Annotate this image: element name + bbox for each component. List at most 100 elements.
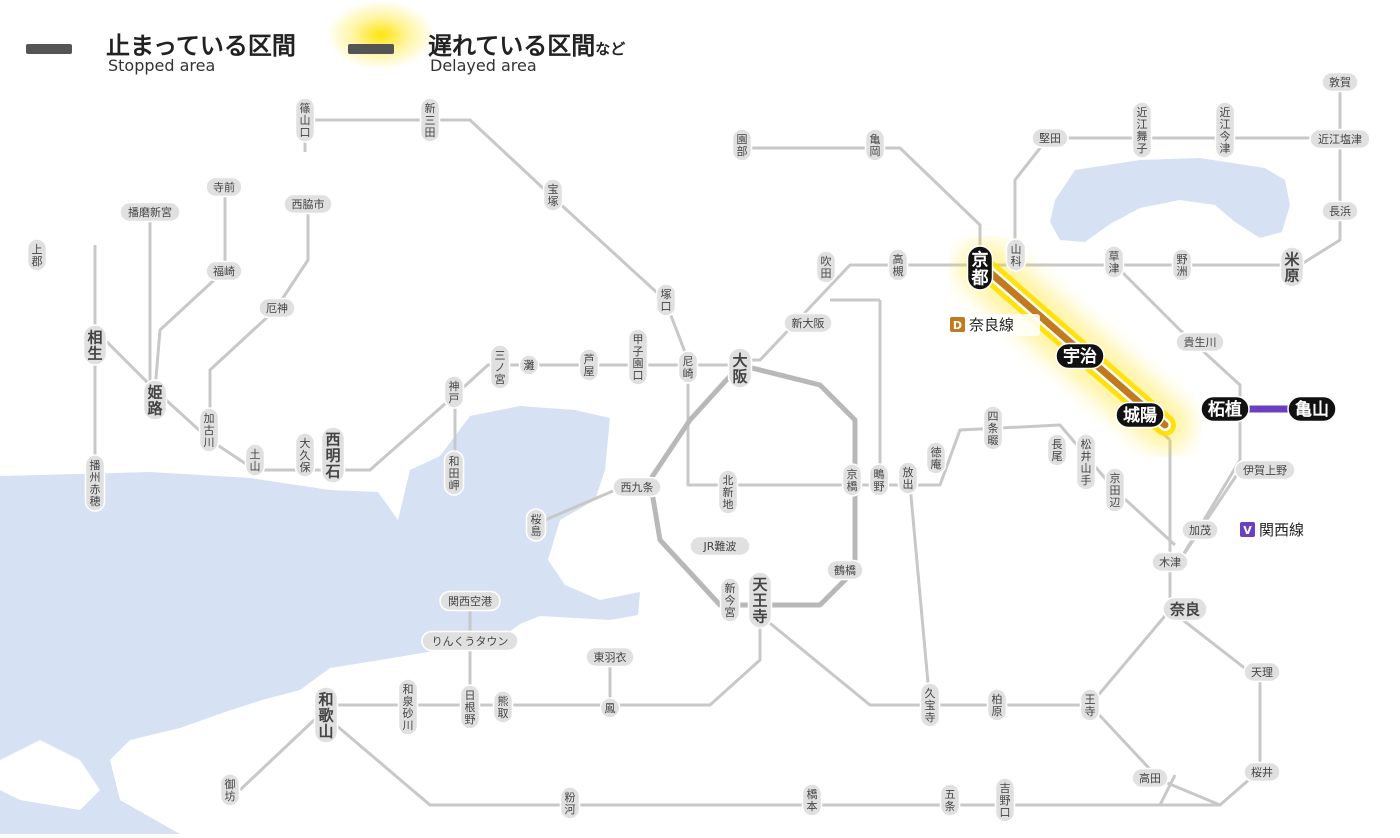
station-matsuiyamate[interactable]: 松井山手 [1075, 433, 1097, 491]
station-omimaiko[interactable]: 近江舞子 [1131, 101, 1153, 159]
station-kyotanabe[interactable]: 京田辺 [1104, 467, 1126, 513]
station-nishiakashi[interactable]: 西明石 [320, 426, 346, 484]
station-label: 和歌山 [318, 691, 334, 741]
station-marker [731, 128, 753, 162]
station-maibara[interactable]: 米原 [1279, 246, 1305, 288]
station-nishikujo[interactable]: 西九条 [612, 476, 662, 498]
station-higashihagoromo[interactable]: 東羽衣 [585, 646, 635, 668]
station-label: 山科 [1011, 243, 1022, 268]
station-wadamisaki[interactable]: 和田岬 [443, 450, 465, 496]
station-marker [1115, 401, 1165, 429]
station-omiimazu[interactable]: 近江今津 [1214, 101, 1236, 159]
station-kyobashi[interactable]: 京橋 [841, 463, 863, 497]
station-aioi[interactable]: 相生 [82, 324, 108, 366]
station-banshuako[interactable]: 播州赤穂 [84, 454, 106, 512]
station-label: 西明石 [324, 431, 340, 481]
station-sasayamaguchi[interactable]: 篠山口 [294, 97, 316, 143]
station-label: 播州赤穂 [90, 458, 101, 508]
station-otori[interactable]: 鳳 [599, 697, 621, 719]
station-katata[interactable]: 堅田 [1031, 127, 1069, 149]
station-kyutaroji[interactable]: 久宝寺 [919, 682, 941, 728]
station-okubo[interactable]: 大久保 [294, 432, 316, 478]
station-nara[interactable]: 奈良 [1162, 596, 1208, 622]
station-oji[interactable]: 王寺 [1079, 688, 1101, 722]
station-fukusaki[interactable]: 福崎 [205, 260, 243, 282]
station-kokawa[interactable]: 粉河 [559, 786, 581, 820]
station-uji[interactable]: 宇治 [1055, 342, 1105, 370]
station-izumisunagawa[interactable]: 和泉砂川 [397, 678, 419, 736]
station-yamashina[interactable]: 山科 [1005, 238, 1027, 272]
station-rinku[interactable]: りんくうタウン [421, 630, 519, 652]
station-marker [841, 463, 863, 497]
station-kobe[interactable]: 神戸 [443, 375, 465, 409]
station-hineno[interactable]: 日根野 [459, 684, 481, 730]
station-kamigori[interactable]: 上郡 [26, 238, 48, 272]
station-wakayama[interactable]: 和歌山 [313, 686, 339, 744]
station-tsukaguchi[interactable]: 塚口 [655, 283, 677, 317]
station-label: 相生 [87, 329, 102, 363]
station-kibukawa[interactable]: 貴生川 [1175, 331, 1225, 353]
station-igaueno[interactable]: 伊賀上野 [1234, 459, 1296, 481]
station-label: 東羽衣 [594, 650, 627, 664]
station-omishiotsu[interactable]: 近江塩津 [1309, 128, 1371, 150]
station-kashiwara[interactable]: 柏原 [986, 688, 1008, 722]
station-tennoji[interactable]: 天王寺 [747, 571, 773, 629]
station-takarazuka[interactable]: 宝塚 [542, 178, 564, 212]
station-kizu[interactable]: 木津 [1151, 551, 1189, 573]
station-ashiya[interactable]: 芦屋 [578, 348, 600, 382]
station-yamatotsuge[interactable]: 柘植 [1200, 395, 1250, 423]
station-label: 近江今津 [1220, 106, 1231, 155]
station-himeji[interactable]: 姫路 [142, 379, 168, 421]
station-kamo[interactable]: 加茂 [1181, 519, 1219, 541]
station-suita[interactable]: 吹田 [815, 250, 837, 284]
station-shigino[interactable]: 鴫野 [868, 463, 890, 497]
station-label: 王寺 [1085, 693, 1096, 718]
station-hanaten[interactable]: 放出 [897, 461, 919, 495]
station-tsuchiyama[interactable]: 土山 [244, 443, 266, 477]
station-sannomiya[interactable]: 三ノ宮 [489, 344, 511, 390]
station-gobo[interactable]: 御坊 [219, 773, 241, 807]
station-koshienguchi[interactable]: 甲子園口 [627, 328, 649, 386]
station-sonobe[interactable]: 園部 [731, 128, 753, 162]
station-yakujin[interactable]: 厄神 [258, 297, 296, 319]
station-tokuan[interactable]: 徳庵 [925, 441, 947, 475]
station-kumatori[interactable]: 熊取 [492, 690, 514, 724]
station-kitashinchi[interactable]: 北新地 [717, 469, 739, 515]
station-marker [443, 375, 465, 409]
station-marker [783, 312, 833, 334]
station-osaka[interactable]: 大阪 [727, 347, 753, 389]
station-shinosaka[interactable]: 新大阪 [783, 312, 833, 334]
station-nishiwakishi[interactable]: 西脇市 [283, 193, 333, 215]
station-yasu[interactable]: 野洲 [1171, 248, 1193, 282]
station-nada[interactable]: 灘 [518, 354, 540, 376]
station-sakurai[interactable]: 桜井 [1243, 761, 1281, 783]
station-tsuruhashi[interactable]: 鶴橋 [826, 559, 864, 581]
station-marker [313, 686, 339, 744]
station-takatsuki[interactable]: 高槻 [887, 248, 909, 282]
station-label: 吹田 [821, 255, 832, 280]
station-yoshinoguchi[interactable]: 吉野口 [994, 777, 1016, 823]
station-kameyama[interactable]: 亀山 [1287, 395, 1337, 423]
station-kyoto[interactable]: 京都 [966, 245, 994, 291]
station-joyo[interactable]: 城陽 [1115, 401, 1165, 429]
station-shinimamiya[interactable]: 新今宮 [719, 577, 741, 623]
station-nagao[interactable]: 長尾 [1046, 433, 1068, 467]
station-marker [258, 297, 296, 319]
station-sakurajima[interactable]: 桜島 [525, 508, 547, 542]
station-tsuruga[interactable]: 敦賀 [1321, 71, 1359, 93]
station-hashimoto[interactable]: 橋本 [801, 783, 823, 817]
station-harimashingu[interactable]: 播磨新宮 [119, 201, 181, 223]
station-gojo[interactable]: 五条 [939, 783, 961, 817]
station-nagahama[interactable]: 長浜 [1321, 200, 1359, 222]
station-takada[interactable]: 高田 [1131, 767, 1169, 789]
station-kameoka[interactable]: 亀岡 [864, 128, 886, 162]
station-kusatsu[interactable]: 草津 [1103, 245, 1125, 279]
station-shinsanda[interactable]: 新三田 [419, 97, 441, 143]
station-shijonawate[interactable]: 四条畷 [982, 405, 1004, 451]
station-kanku[interactable]: 関西空港 [439, 590, 501, 612]
station-teramae[interactable]: 寺前 [205, 176, 243, 198]
station-amagasaki[interactable]: 尼崎 [677, 350, 699, 384]
station-tenri[interactable]: 天理 [1243, 661, 1281, 683]
station-kakogawa[interactable]: 加古川 [198, 407, 220, 453]
station-jrnamba[interactable]: JR難波 [689, 535, 751, 557]
